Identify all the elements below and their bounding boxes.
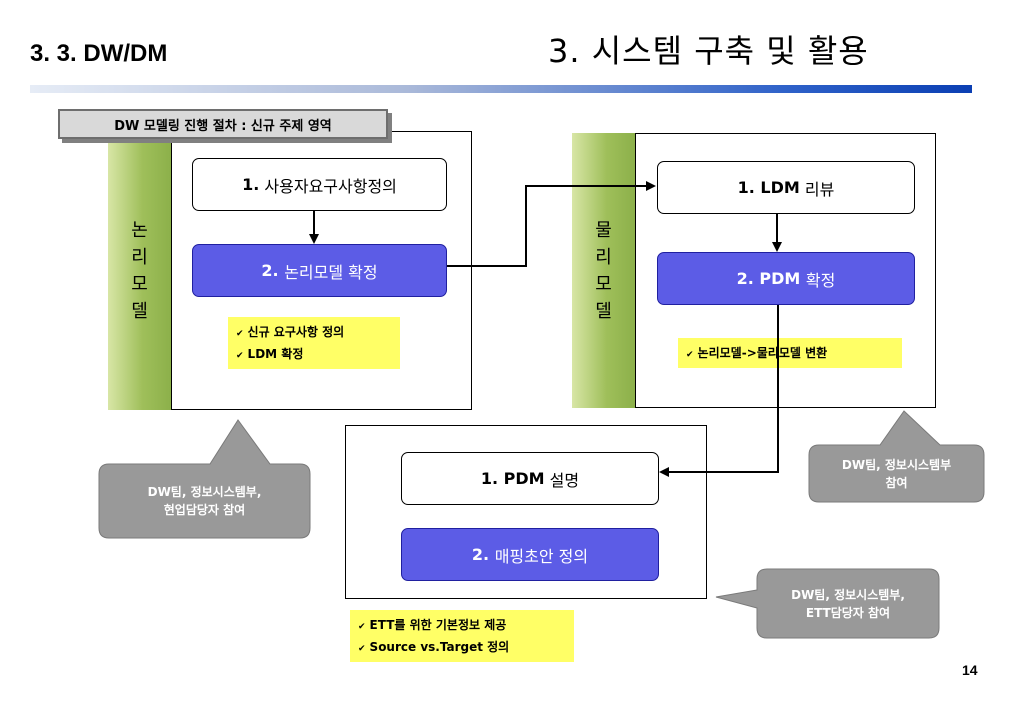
step-requirements-box: 1. 사용자요구사항정의	[192, 158, 447, 211]
step-label: 매핑초안 정의	[494, 546, 589, 566]
note-item: 논리모델->물리모델 변환	[686, 343, 894, 365]
main-title: 3. 시스템 구축 및 활용	[548, 32, 869, 70]
section-title: 3. 3. DW/DM	[30, 40, 168, 67]
step-pdm-box: 2. PDM 확정	[657, 252, 915, 305]
callout-left-shape	[98, 419, 311, 539]
physical-model-band: 물 리 모 델	[572, 133, 636, 408]
procedure-tag: DW 모델링 진행 절차 : 신규 주제 영역	[58, 109, 388, 139]
page-number: 14	[962, 662, 978, 678]
band-char: 리	[595, 246, 612, 268]
step-label: 사용자요구사항정의	[264, 176, 397, 196]
note-item: LDM 확정	[236, 344, 392, 366]
callout-right-top-shape	[808, 410, 985, 503]
band-char: 물	[595, 219, 612, 241]
band-char: 모	[595, 273, 612, 295]
band-char: 리	[131, 246, 148, 268]
step-number: 1.	[242, 175, 260, 194]
step-label: 설명	[549, 470, 580, 490]
callout-left: DW팀, 정보시스템부, 현업담당자 참여	[99, 464, 310, 538]
band-char: 논	[131, 219, 148, 241]
step-pdm-explain-box: 1. PDM 설명	[401, 452, 659, 505]
callout-line: DW팀, 정보시스템부	[841, 457, 952, 472]
arrow-pdm-to-explain	[659, 305, 779, 477]
callout-line: 현업담당자 참여	[163, 503, 246, 517]
physical-notes: 논리모델->물리모델 변환	[678, 338, 902, 368]
step-label: 논리모델 확정	[284, 262, 378, 282]
note-item: 신규 요구사항 정의	[236, 322, 392, 344]
band-char: 모	[131, 273, 148, 295]
note-item: ETT를 위한 기본정보 제공	[358, 615, 566, 637]
note-item: Source vs.Target 정의	[358, 637, 566, 659]
callout-line: ETT담당자 참여	[805, 605, 891, 620]
title-bar	[30, 85, 972, 93]
callout-line: 참여	[885, 475, 908, 490]
step-number: 1. LDM	[737, 178, 800, 197]
step-label: 확정	[805, 270, 836, 290]
step-number: 2.	[471, 545, 490, 564]
callout-right-bottom-shape	[715, 568, 940, 639]
logical-notes: 신규 요구사항 정의 LDM 확정	[228, 317, 400, 369]
arrow-logical-to-ldm	[447, 181, 656, 267]
step-logical-model-box: 2. 논리모델 확정	[192, 244, 447, 297]
step-label: 리뷰	[804, 179, 835, 199]
callout-line: DW팀, 정보시스템부,	[791, 587, 905, 602]
logical-model-band: 논 리 모 델	[108, 131, 172, 410]
step-mapping-draft-box: 2. 매핑초안 정의	[401, 528, 659, 581]
band-char: 델	[595, 300, 612, 322]
callout-line: DW팀, 정보시스템부,	[147, 485, 262, 499]
callout-right-top: DW팀, 정보시스템부 참여	[809, 445, 984, 502]
mapping-notes: ETT를 위한 기본정보 제공 Source vs.Target 정의	[350, 610, 574, 662]
step-number: 1. PDM	[480, 469, 545, 488]
step-number: 2.	[261, 261, 279, 280]
step-ldm-review-box: 1. LDM 리뷰	[657, 161, 915, 214]
callout-right-bottom: DW팀, 정보시스템부, ETT담당자 참여	[757, 569, 939, 638]
step-number: 2. PDM	[736, 269, 801, 288]
band-char: 델	[131, 300, 148, 322]
